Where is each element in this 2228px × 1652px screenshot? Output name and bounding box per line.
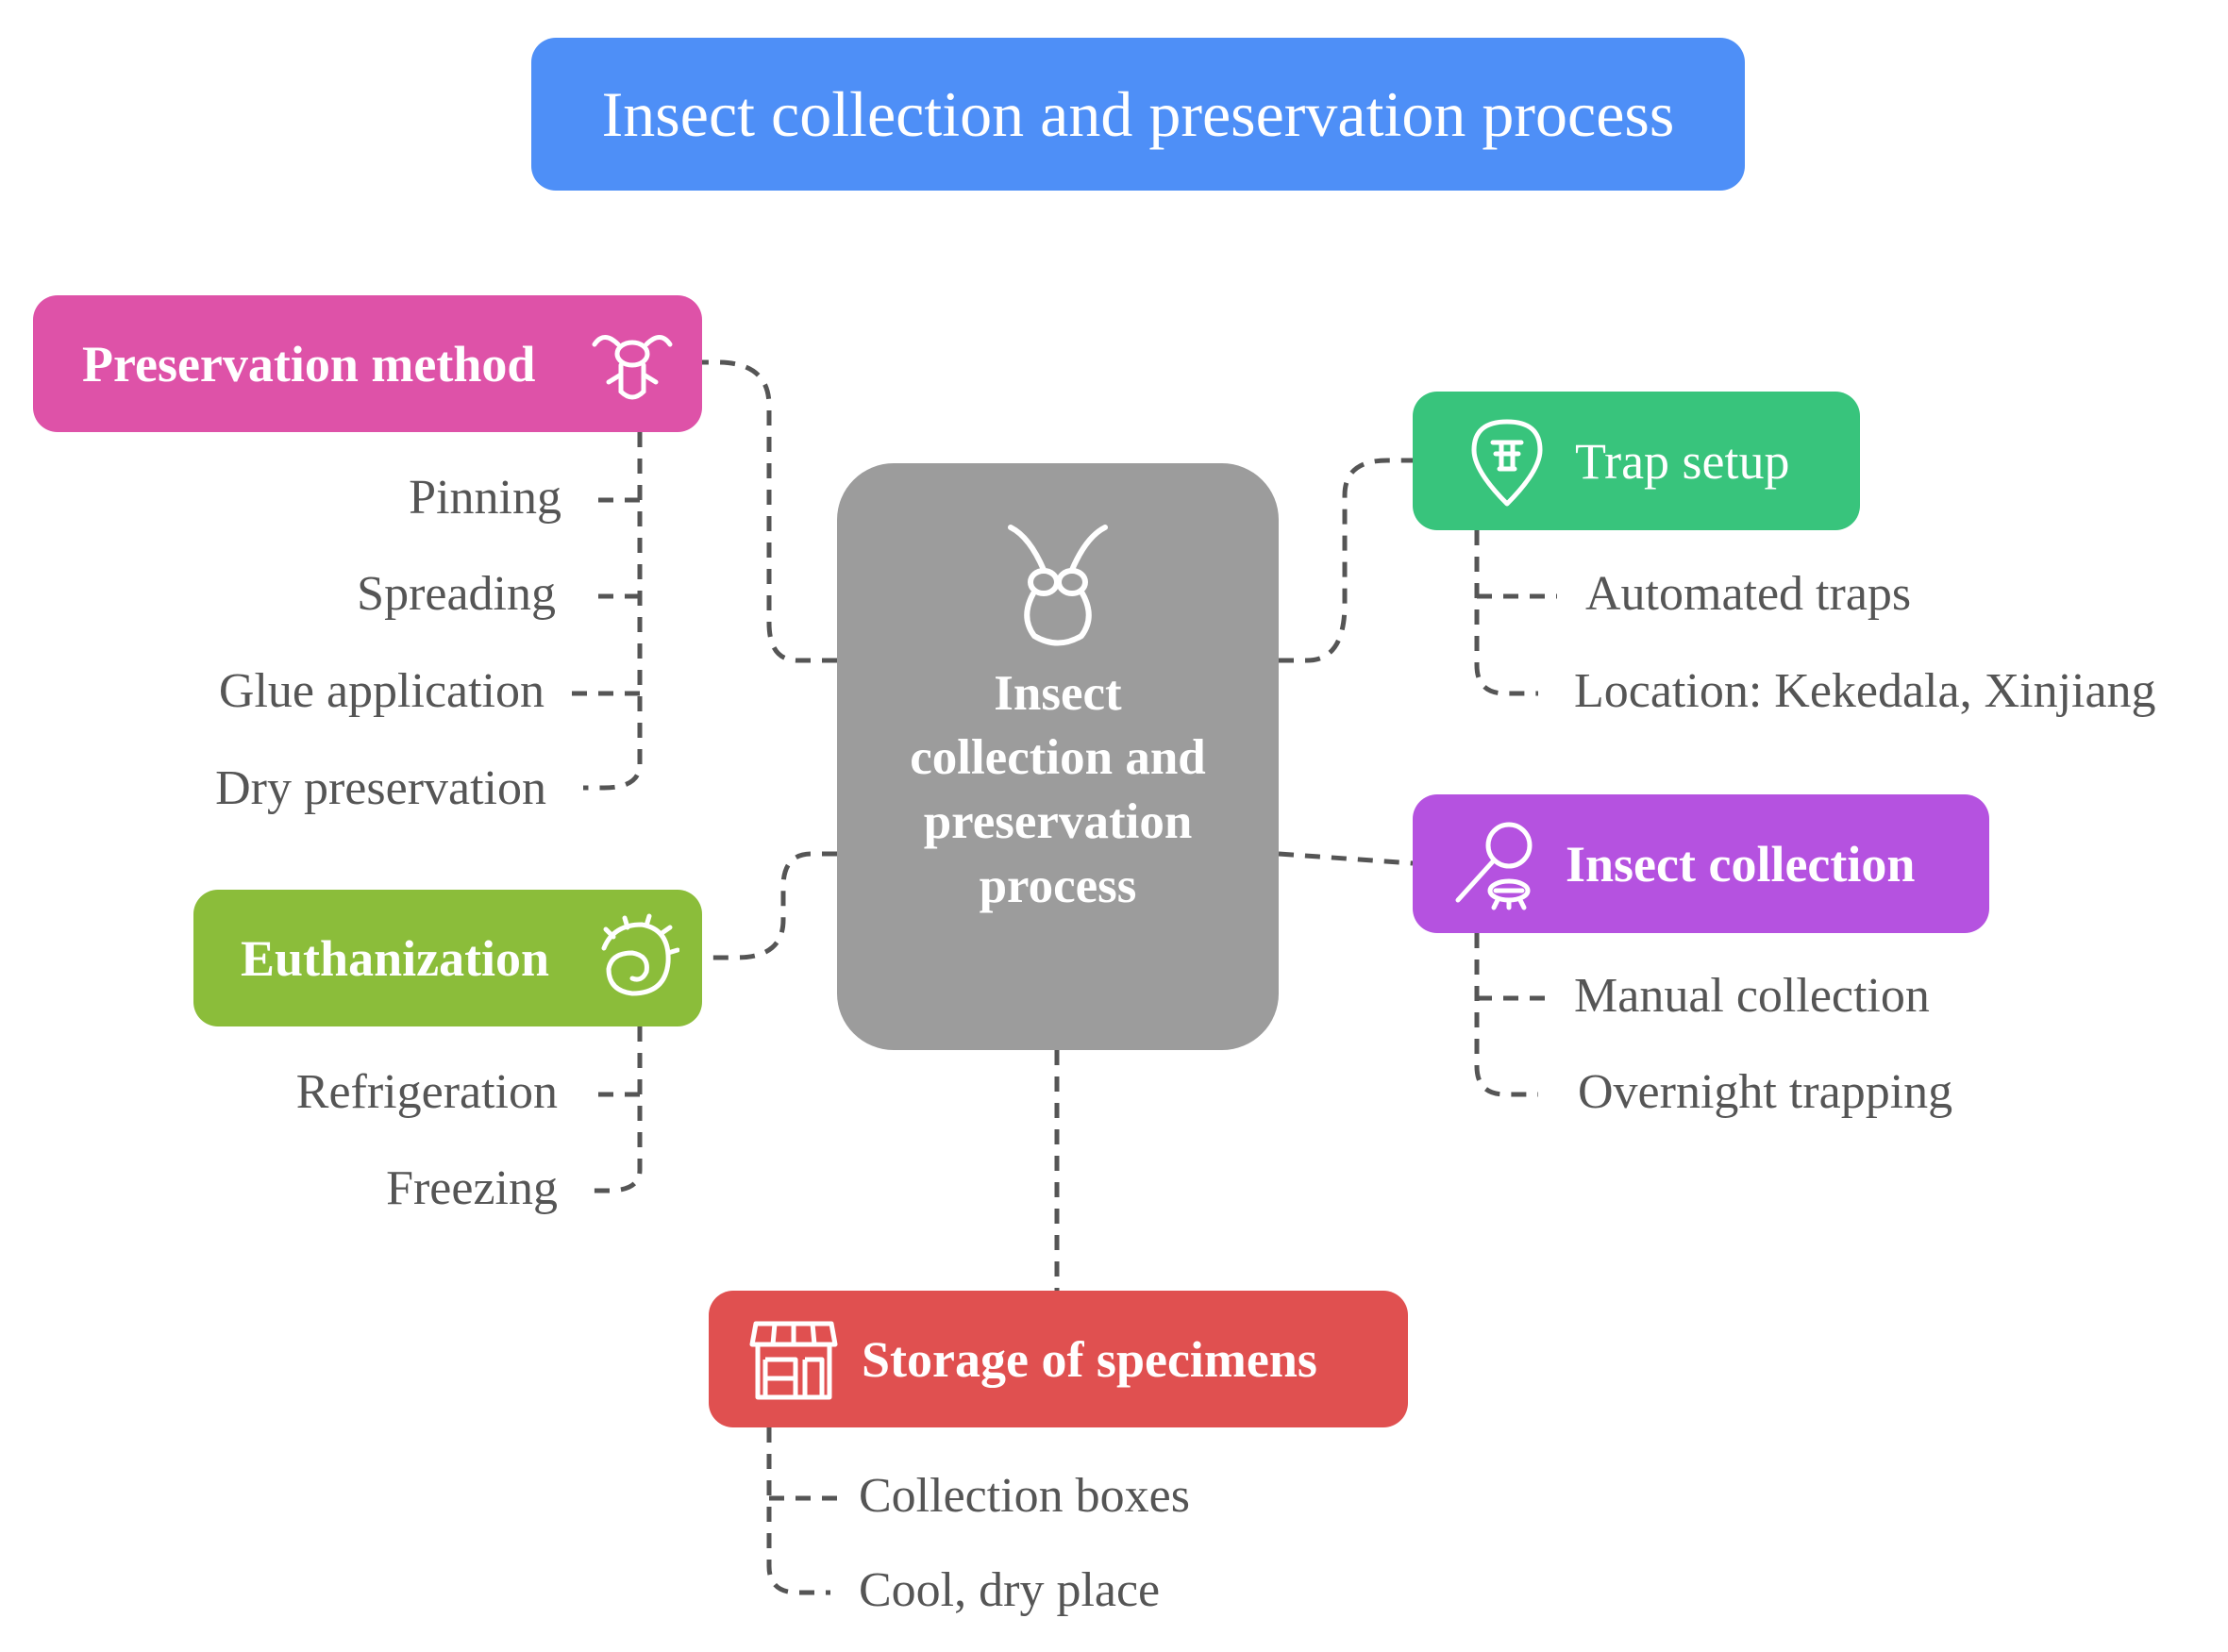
diagram-title-text: Insect collection and preservation proce…	[601, 77, 1675, 150]
leaf-dry-preservation: Dry preservation	[215, 761, 546, 815]
connector-preservation-trunk	[583, 432, 643, 791]
category-insect-collection: Insect collection	[1413, 794, 1989, 933]
connector-storage-trunk	[766, 1427, 830, 1595]
leaf-pinning: Pinning	[409, 471, 561, 525]
connector-center-preservation	[702, 359, 837, 663]
category-label: Insect collection	[1566, 835, 1916, 893]
connector-center-trap	[1279, 458, 1413, 663]
connector-euthanization-trunk	[590, 1026, 643, 1193]
leaf-automated-traps: Automated traps	[1585, 567, 1912, 621]
leaf-glue-application: Glue application	[218, 664, 544, 718]
category-euthanization: Euthanization	[193, 890, 702, 1026]
leaf-overnight-trapping: Overnight trapping	[1578, 1065, 1953, 1119]
leaf-manual-collection: Manual collection	[1574, 969, 1930, 1023]
connector-center-euthanization	[702, 851, 837, 960]
category-preservation-method: Preservation method	[33, 295, 702, 432]
leaf-refrigeration: Refrigeration	[295, 1065, 558, 1119]
center-node-label: Insect collection and preservation proce…	[910, 666, 1206, 913]
leaf-cool-dry-place: Cool, dry place	[859, 1563, 1161, 1617]
category-label: Storage of specimens	[862, 1330, 1317, 1388]
leaf-collection-boxes: Collection boxes	[859, 1469, 1190, 1523]
category-label: Euthanization	[241, 929, 550, 987]
diagram-title: Insect collection and preservation proce…	[531, 38, 1745, 191]
connector-trap-trunk	[1474, 530, 1538, 696]
leaf-freezing: Freezing	[386, 1161, 558, 1215]
storefront-icon	[749, 1321, 838, 1399]
leaf-location: Location: Kekedala, Xinjiang	[1574, 664, 2156, 718]
insect-icon	[592, 335, 673, 400]
center-node: Insect collection and preservation proce…	[837, 463, 1279, 1050]
category-label: Preservation method	[82, 335, 536, 392]
insect-head-icon	[1008, 525, 1108, 646]
category-trap-setup: Trap setup	[1413, 392, 1860, 530]
spiral-plant-icon	[601, 913, 679, 996]
map-pin-trap-icon	[1471, 419, 1543, 506]
category-storage-of-specimens: Storage of specimens	[709, 1291, 1408, 1427]
connector-collection-trunk	[1474, 933, 1538, 1097]
connector-center-collection	[1278, 851, 1414, 866]
bug-net-icon	[1455, 822, 1533, 909]
leaf-spreading: Spreading	[357, 567, 556, 621]
category-label: Trap setup	[1575, 432, 1790, 490]
